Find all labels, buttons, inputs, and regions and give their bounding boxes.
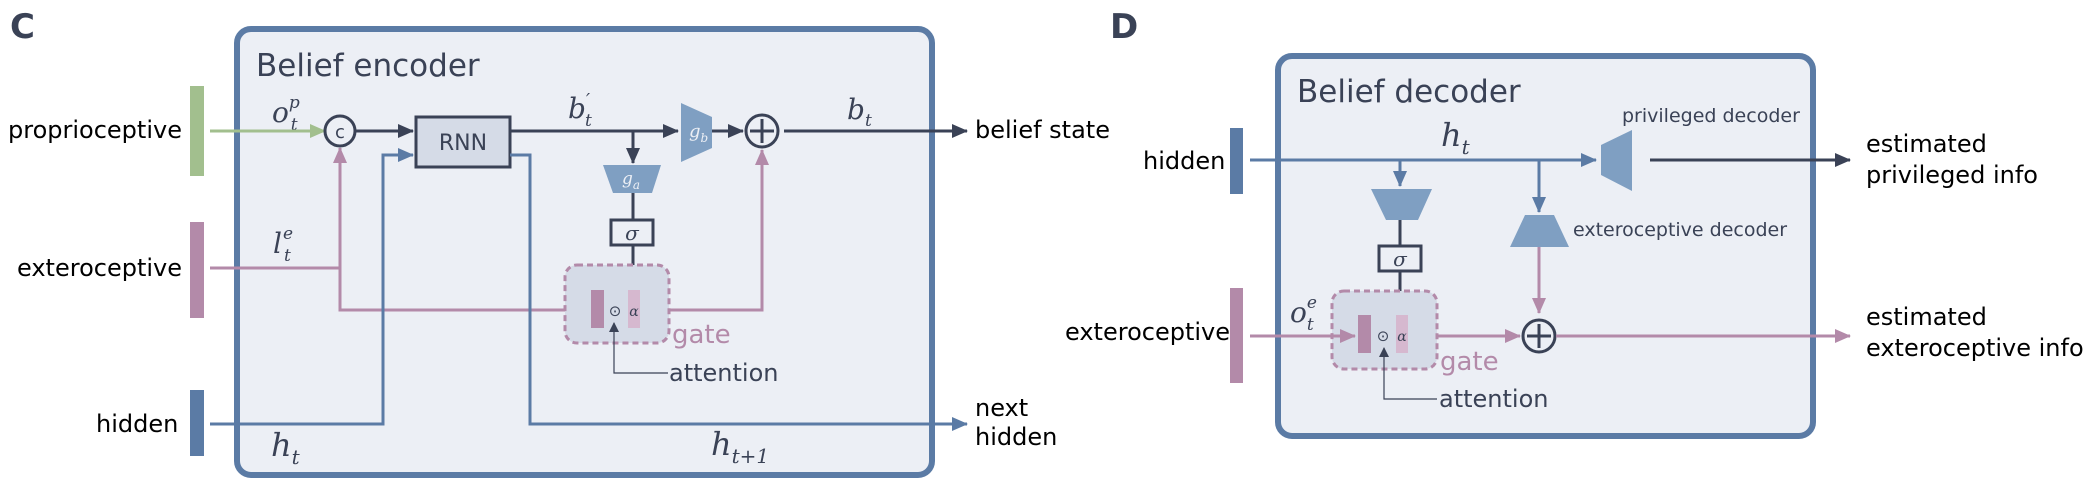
- gate-alpha-bar: [628, 290, 640, 328]
- sigma-label: σ: [625, 221, 640, 245]
- d-hidden-bar: [1230, 128, 1243, 194]
- panel-d-letter: D: [1110, 7, 1138, 47]
- ga-network: [603, 165, 661, 193]
- extero-to-gate-arrow: [338, 268, 589, 317]
- belief-state-label: belief state: [975, 116, 1110, 144]
- gate-feature-bar: [591, 290, 604, 328]
- d-gate-feature-bar: [1358, 315, 1371, 353]
- b-t-label: bt: [847, 93, 872, 131]
- attention-pointer-c: [609, 322, 668, 374]
- exteroceptive-label: exteroceptive: [17, 254, 182, 282]
- rnn-label: RNN: [439, 131, 487, 156]
- rnn-to-next-hidden-arrow: [510, 153, 968, 431]
- d-extero-bar: [1230, 288, 1243, 383]
- attention-label-c: attention: [669, 359, 778, 387]
- decoder-title: Belief decoder: [1297, 74, 1521, 110]
- gate-label-d: gate: [1440, 347, 1499, 377]
- panel-c-letter: C: [10, 7, 35, 47]
- d-gate-network: [1371, 189, 1432, 220]
- est-extero-line2: exteroceptive info: [1866, 334, 2084, 362]
- encoder-title: Belief encoder: [256, 48, 480, 84]
- gate-label-c: gate: [672, 320, 731, 350]
- privileged-decoder-shape: [1601, 130, 1632, 191]
- d-h-t-label: ht: [1441, 116, 1471, 159]
- h-t-label-c: ht: [271, 426, 301, 469]
- extero-decoder-shape: [1510, 215, 1569, 247]
- d-gate-odot: ⊙: [1377, 327, 1390, 345]
- b-prime-label: b′t: [568, 90, 592, 131]
- panel-c: C Belief encoder proprioceptive exteroce…: [8, 7, 1110, 478]
- next-hidden-line1: next: [975, 394, 1028, 422]
- d-extero-label: exteroceptive: [1065, 318, 1230, 346]
- gate-alpha: α: [629, 304, 639, 320]
- gate-to-sum-arrow: [669, 149, 769, 312]
- gb-network: [681, 103, 712, 162]
- rnn-block: [414, 115, 512, 169]
- panel-d: D Belief decoder hidden exteroceptive ht…: [1065, 7, 2084, 439]
- proprioceptive-bar: [190, 86, 204, 176]
- ga-label: ga: [622, 169, 640, 192]
- gb-label: gb: [689, 121, 708, 145]
- hidden-to-rnn-arrow: [210, 148, 414, 426]
- concat-node: [323, 114, 357, 148]
- concat-symbol: c: [335, 122, 345, 143]
- hidden-bar: [190, 390, 204, 456]
- extero-decoder-label: exteroceptive decoder: [1573, 219, 1787, 241]
- d-gate-alpha: α: [1397, 329, 1407, 345]
- attention-pointer-d: [1379, 347, 1437, 400]
- d-hidden-label: hidden: [1143, 147, 1225, 175]
- gate-odot: ⊙: [609, 302, 622, 320]
- exteroceptive-bar: [190, 222, 204, 318]
- est-priv-line2: privileged info: [1866, 161, 2038, 189]
- h-t1-label: ht+1: [711, 425, 769, 468]
- est-priv-line1: estimated: [1866, 130, 1987, 158]
- next-hidden-line2: hidden: [975, 423, 1057, 451]
- d-sigma-label: σ: [1393, 247, 1408, 271]
- est-extero-line1: estimated: [1866, 303, 1987, 331]
- sigma-box: [609, 218, 655, 247]
- hidden-label: hidden: [96, 410, 178, 438]
- proprioceptive-label: proprioceptive: [8, 116, 182, 144]
- attention-label-d: attention: [1439, 385, 1548, 413]
- d-gate-alpha-bar: [1396, 315, 1408, 353]
- privileged-decoder-label: privileged decoder: [1622, 105, 1800, 127]
